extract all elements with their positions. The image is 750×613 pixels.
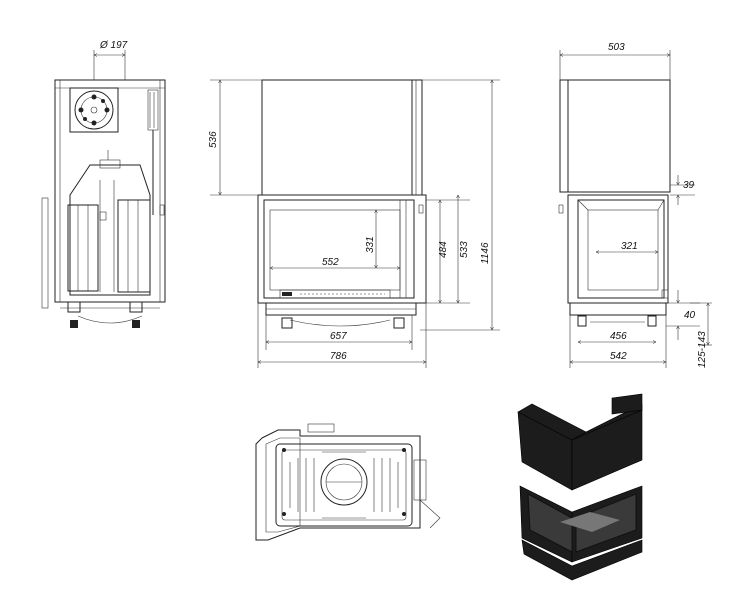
top-offset-label: 39 bbox=[683, 180, 695, 191]
flue-collar bbox=[69, 87, 119, 133]
door-height-label: 484 bbox=[438, 241, 449, 258]
adjustable-height-label: 125-143 bbox=[697, 331, 708, 368]
flue-diameter-label: Ø 197 bbox=[99, 40, 128, 51]
total-height-label: 1146 bbox=[480, 242, 491, 264]
top-view bbox=[255, 423, 441, 541]
base-width-label: 657 bbox=[330, 331, 347, 342]
right-view: 503 39 321 40 125 bbox=[558, 42, 712, 368]
leg-height-label: 40 bbox=[684, 310, 696, 321]
total-width-label: 786 bbox=[330, 351, 347, 362]
total-width-label-right: 542 bbox=[610, 351, 627, 362]
grate-fins bbox=[289, 451, 399, 519]
side-view: Ø 197 bbox=[41, 40, 166, 328]
depth-label: 503 bbox=[608, 42, 625, 53]
upper-height-label: 536 bbox=[208, 131, 219, 148]
base-width-label-right: 456 bbox=[610, 331, 627, 342]
render-glass-left bbox=[527, 493, 573, 553]
fireplace-render bbox=[517, 393, 643, 581]
glass-width-label: 552 bbox=[322, 257, 339, 268]
glass-width-label-right: 321 bbox=[621, 241, 638, 252]
render-grate bbox=[560, 512, 620, 532]
render-base bbox=[521, 539, 643, 581]
render-hood-side bbox=[611, 393, 643, 415]
front-view: 536 552 331 484 533 bbox=[208, 80, 500, 368]
glass-height-label: 331 bbox=[365, 236, 376, 253]
vent-slots bbox=[282, 292, 385, 296]
opening-height-label: 533 bbox=[459, 241, 470, 258]
